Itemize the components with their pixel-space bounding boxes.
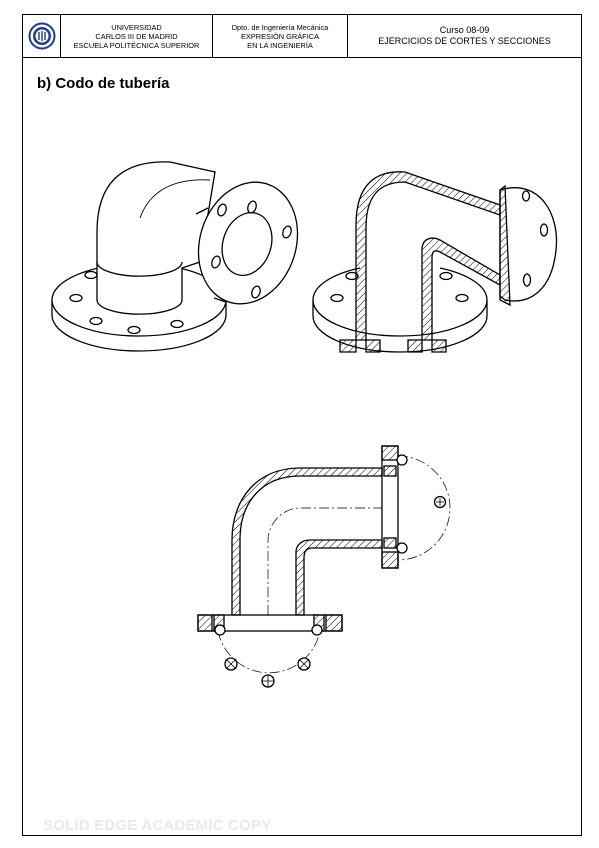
university-seal-icon	[28, 22, 55, 50]
course-year: Curso 08-09	[439, 25, 490, 35]
elbow-section-view	[312, 171, 558, 353]
course-subject: EJERCICIOS DE CORTES Y SECCIONES	[378, 36, 551, 46]
university-line-3: ESCUELA POLITÉCNICA SUPERIOR	[73, 40, 200, 50]
department-line-3: EN LA INGENIERÍA	[247, 40, 313, 50]
drawing-sheet: UNIVERSIDAD CARLOS III DE MADRID ESCUELA…	[22, 14, 582, 836]
university-line-1: UNIVERSIDAD	[111, 22, 162, 32]
logo-cell	[23, 15, 61, 57]
department-cell: Dpto. de Ingeniería Mecánica EXPRESIÓN G…	[213, 15, 348, 57]
university-cell: UNIVERSIDAD CARLOS III DE MADRID ESCUELA…	[61, 15, 213, 57]
section-title: b) Codo de tubería	[37, 75, 170, 92]
elbow-exterior-view	[51, 161, 299, 352]
elbow-2d-section	[197, 445, 451, 688]
title-block: UNIVERSIDAD CARLOS III DE MADRID ESCUELA…	[23, 15, 581, 58]
watermark: SOLID EDGE ACADEMIC COPY	[43, 817, 272, 834]
department-line-1: Dpto. de Ingeniería Mecánica	[231, 22, 329, 32]
department-line-2: EXPRESIÓN GRÁFICA	[240, 31, 320, 41]
university-line-2: CARLOS III DE MADRID	[95, 31, 178, 41]
course-cell: Curso 08-09 EJERCICIOS DE CORTES Y SECCI…	[348, 15, 581, 57]
